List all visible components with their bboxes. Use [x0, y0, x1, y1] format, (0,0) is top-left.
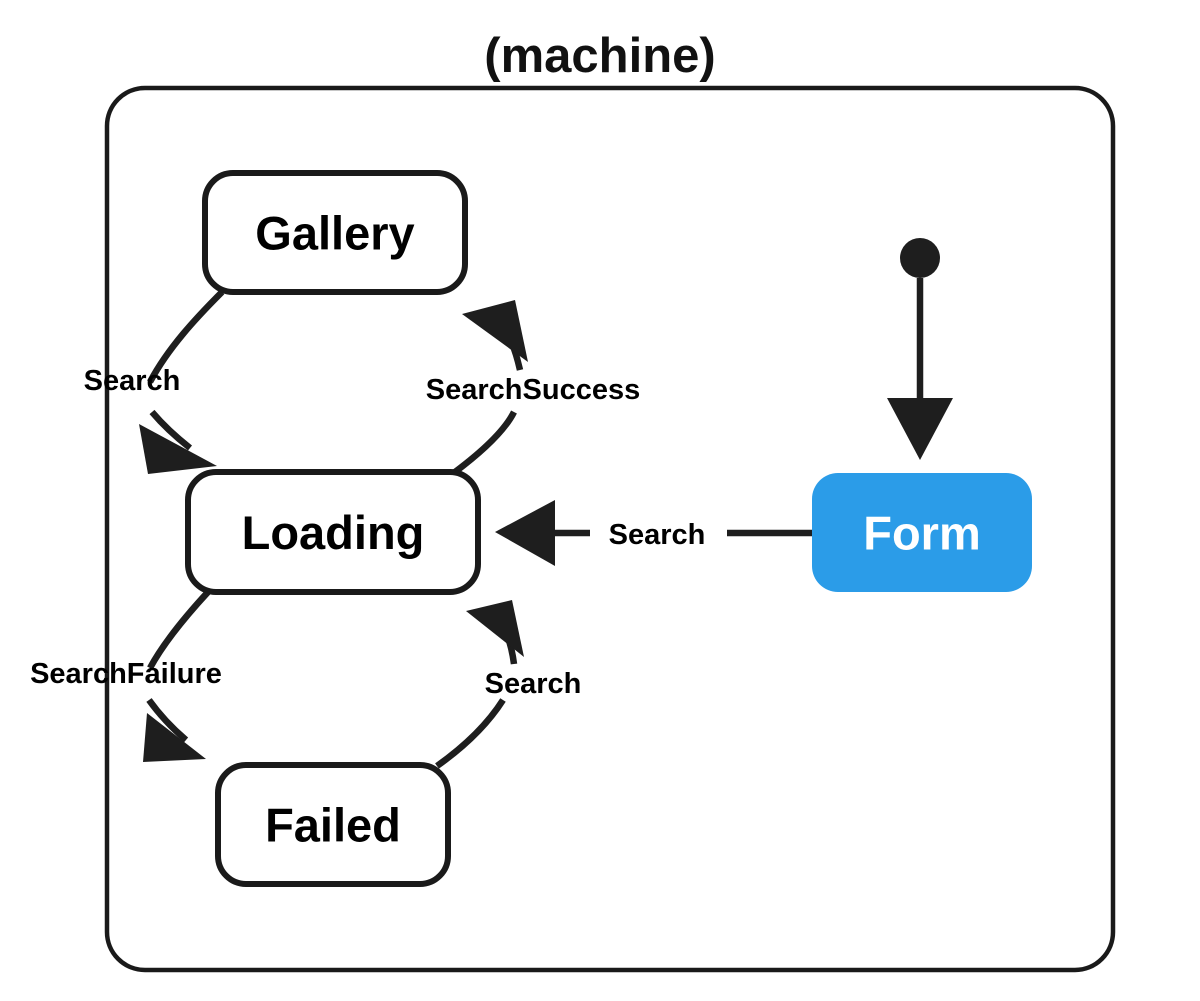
edge-path-loading-to-gallery-tail — [453, 410, 517, 475]
edge-label-gallery-search: Search — [84, 365, 181, 397]
edge-label-searchfailure: SearchFailure — [30, 658, 222, 690]
transition-gallery-search-loading[interactable]: Search — [84, 289, 225, 474]
state-node-form-label: Form — [863, 507, 981, 560]
edge-path-loading-to-failed-tail — [146, 698, 189, 743]
edge-label-failed-search: Search — [485, 668, 582, 700]
state-node-loading-shape — [185, 469, 481, 595]
edge-label-form-search: Search — [609, 519, 706, 551]
arrow-head-loading-to-failed — [143, 713, 206, 762]
arrow-head-failed-to-loading — [466, 600, 524, 657]
state-node-loading[interactable]: Loading — [185, 469, 481, 595]
state-node-failed[interactable]: Failed — [215, 762, 451, 887]
edge-label-searchsuccess: SearchSuccess — [426, 374, 640, 406]
arrow-head-loading-to-gallery — [462, 300, 528, 362]
edge-path-gallery-to-loading-tail — [149, 409, 193, 451]
state-node-form-shape — [812, 473, 1032, 592]
transition-loading-searchsuccess-gallery[interactable]: SearchSuccess — [426, 300, 640, 475]
arrow-head-initial-to-form — [887, 398, 953, 460]
state-node-gallery-label: Gallery — [255, 207, 414, 260]
edge-path-failed-to-loading-tail — [435, 698, 506, 769]
state-node-failed-label: Failed — [265, 799, 401, 852]
transition-failed-search-loading[interactable]: Search — [435, 600, 582, 769]
edge-path-loading-to-failed — [147, 589, 211, 670]
transition-form-search-loading[interactable]: Search — [495, 500, 812, 566]
initial-state-transition — [887, 238, 953, 460]
arrow-head-form-to-loading — [495, 500, 555, 566]
initial-state-dot — [900, 238, 940, 278]
transition-loading-searchfailure-failed[interactable]: SearchFailure — [30, 589, 222, 762]
state-node-loading-label: Loading — [242, 506, 425, 559]
state-node-gallery-shape — [202, 170, 468, 295]
state-node-gallery[interactable]: Gallery — [202, 170, 468, 295]
state-node-failed-shape — [215, 762, 451, 887]
edge-path-gallery-to-loading — [147, 289, 225, 384]
machine-title: (machine) — [484, 29, 715, 83]
arrow-head-gallery-to-loading — [139, 424, 217, 474]
state-node-form[interactable]: Form — [812, 473, 1032, 592]
machine-container — [104, 85, 1116, 973]
